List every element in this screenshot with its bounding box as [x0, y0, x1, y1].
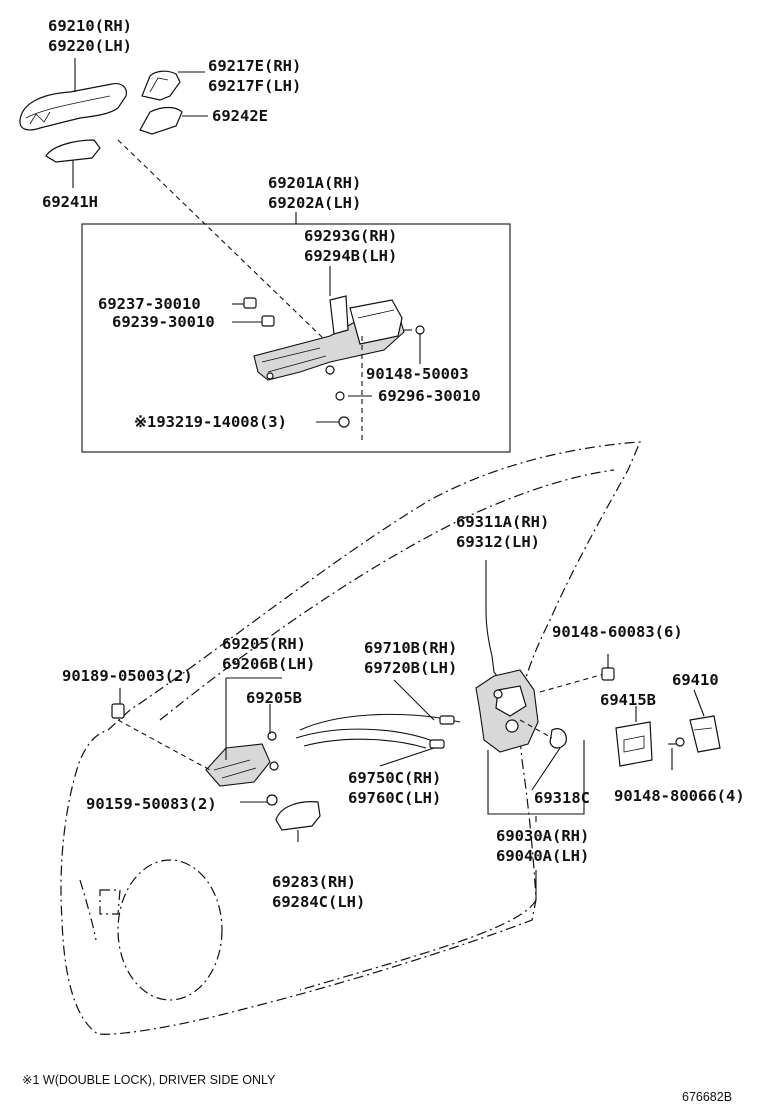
- label-69760c: 69760C(LH): [348, 789, 442, 807]
- label-90159: 90159-50083(2): [86, 795, 217, 813]
- screw-69296-part: [335, 391, 345, 401]
- handle-pad-part: [139, 106, 183, 135]
- screw-90159-part: [266, 794, 278, 806]
- inside-handle-bezel-part: [275, 801, 321, 831]
- label-69220: 69220(LH): [48, 37, 132, 55]
- label-69318c: 69318C: [534, 789, 590, 807]
- label-90148-80066: 90148-80066(4): [614, 787, 745, 805]
- label-69217e: 69217E(RH): [208, 57, 302, 75]
- outside-handle-part: [19, 83, 127, 131]
- striker-69415b-part: [615, 721, 653, 767]
- lock-rod: [485, 588, 501, 681]
- label-90189: 90189-05003(2): [62, 667, 193, 685]
- label-69206b: 69206B(LH): [222, 655, 316, 673]
- label-69410: 69410: [672, 671, 719, 689]
- label-69205b: 69205B: [246, 689, 302, 707]
- label-69311a: 69311A(RH): [456, 513, 550, 531]
- door-outline: [60, 441, 641, 1035]
- label-69293g: 69293G(RH): [304, 227, 398, 245]
- label-93219: ※193219-14008(3): [134, 413, 287, 431]
- label-69201a: 69201A(RH): [268, 174, 362, 192]
- striker-69410-part: [689, 715, 721, 753]
- label-69217f: 69217F(LH): [208, 77, 302, 95]
- screw-90148-60083-part: [601, 654, 615, 681]
- label-69284c: 69284C(LH): [272, 893, 366, 911]
- figure-number: 676682B: [682, 1090, 733, 1104]
- label-69040a: 69040A(LH): [496, 847, 590, 865]
- lock-cover-part: [549, 728, 567, 749]
- inside-handle-part: [205, 731, 279, 787]
- label-90148-60083: 90148-60083(6): [552, 623, 683, 641]
- label-69242e: 69242E: [212, 107, 268, 125]
- label-69202a: 69202A(LH): [268, 194, 362, 212]
- clip-69239-part: [261, 315, 275, 327]
- lock-cable: [299, 713, 461, 731]
- frame-assembly-part: [253, 295, 405, 381]
- label-90148-50003: 90148-50003: [366, 365, 469, 383]
- door-lock-assembly-part: [475, 669, 539, 753]
- clip-69237-part: [243, 297, 257, 309]
- label-69030a: 69030A(RH): [496, 827, 590, 845]
- label-69241h: 69241H: [42, 193, 98, 211]
- screw-90148-part: [404, 325, 425, 335]
- label-69750c: 69750C(RH): [348, 769, 442, 787]
- clip-90189-part: [111, 703, 125, 719]
- footnote: ※1 W(DOUBLE LOCK), DRIVER SIDE ONLY: [22, 1073, 276, 1087]
- label-69283: 69283(RH): [272, 873, 356, 891]
- label-69720b: 69720B(LH): [364, 659, 458, 677]
- label-69294b: 69294B(LH): [304, 247, 398, 265]
- label-69237: 69237-30010: [98, 295, 201, 313]
- label-69210: 69210(RH): [48, 17, 132, 35]
- handle-cover-part: [141, 70, 181, 101]
- handle-bezel-part: [45, 139, 101, 163]
- label-69312: 69312(LH): [456, 533, 540, 551]
- label-69415b: 69415B: [600, 691, 656, 709]
- speaker-hole: [117, 859, 223, 1001]
- screw-93219-part: [338, 416, 350, 428]
- label-69710b: 69710B(RH): [364, 639, 458, 657]
- screw-90148-80066-part: [668, 737, 685, 747]
- label-69239: 69239-30010: [112, 313, 215, 331]
- label-69205: 69205(RH): [222, 635, 306, 653]
- label-69296: 69296-30010: [378, 387, 481, 405]
